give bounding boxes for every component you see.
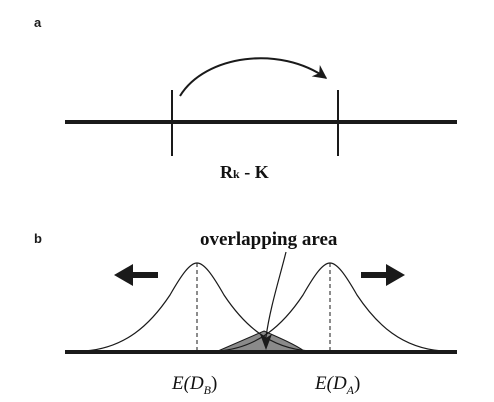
expected-db-subscript: B [204, 383, 212, 397]
expected-db-variable: D [189, 373, 204, 394]
left-shift-arrow [114, 264, 158, 286]
rk-term: K [255, 162, 269, 182]
expected-da-subscript: A [346, 383, 355, 397]
overlap-pointer-arrowhead [260, 334, 272, 350]
rk-minus-k-label: Rk - K [220, 162, 269, 182]
expected-db-label: E(DB) [171, 373, 217, 397]
panel-b-label: b [34, 231, 42, 246]
expected-da-prefix: E( [314, 373, 335, 394]
panel-a: a Rk - K [34, 15, 457, 182]
panel-b: b overlapping area E(DB) [34, 229, 457, 397]
expected-db-suffix: ) [211, 373, 217, 394]
curved-arrow [179, 57, 328, 97]
rk-operator: - [240, 162, 255, 182]
overlapping-area-label: overlapping area [200, 229, 338, 250]
expected-da-variable: D [332, 373, 347, 394]
expected-db-prefix: E( [171, 373, 192, 394]
panel-a-label: a [34, 15, 42, 30]
expected-da-label: E(DA) [314, 373, 360, 397]
expected-da-suffix: ) [354, 373, 360, 394]
right-shift-arrow [361, 264, 405, 286]
rk-base: R [220, 162, 234, 182]
rk-subscript: k [233, 167, 240, 181]
overlap-pointer-line [265, 251, 287, 338]
